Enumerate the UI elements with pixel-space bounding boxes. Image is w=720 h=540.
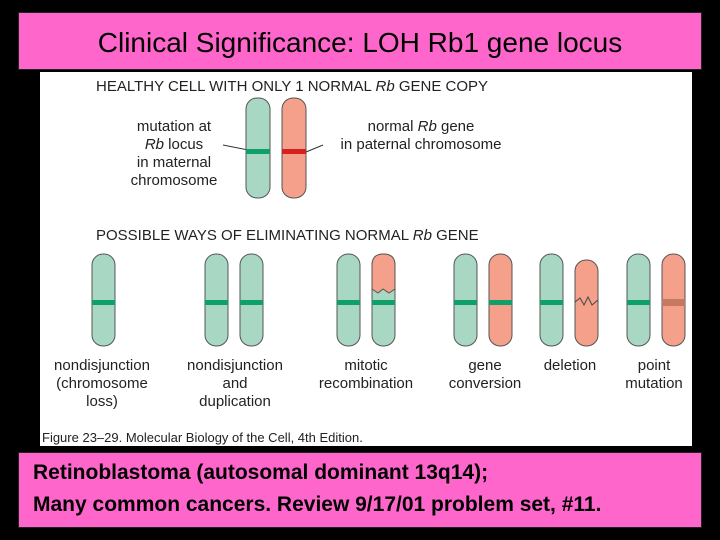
mechanism-label-chromosome-loss: nondisjunction (chromosome loss) <box>54 357 150 410</box>
normal-rb-band <box>282 149 306 154</box>
slide-title-banner: Clinical Significance: LOH Rb1 gene locu… <box>18 12 702 70</box>
paternal-chromosome <box>281 97 307 199</box>
mechanism-deletion <box>539 253 599 347</box>
mechanism-label-deletion: deletion <box>544 357 597 374</box>
slide-title: Clinical Significance: LOH Rb1 gene locu… <box>97 27 623 58</box>
svg-text:mutation at: mutation at <box>137 118 212 135</box>
svg-text:recombination: recombination <box>319 375 413 392</box>
maternal-chromosome <box>245 97 271 199</box>
figure-credit: Figure 23–29. Molecular Biology of the C… <box>42 430 363 445</box>
svg-text:normal Rb gene: normal Rb gene <box>368 118 475 135</box>
figure-panel: HEALTHY CELL WITH ONLY 1 NORMAL Rb GENE … <box>40 72 692 446</box>
mutant-rb-band <box>246 149 270 154</box>
svg-text:mutation: mutation <box>625 375 683 392</box>
svg-text:gene: gene <box>468 357 501 374</box>
chromosome-diagram: HEALTHY CELL WITH ONLY 1 NORMAL Rb GENE … <box>42 78 686 445</box>
label-paternal: normal Rb gene in paternal chromosome <box>341 118 502 153</box>
svg-text:deletion: deletion <box>544 357 597 374</box>
svg-text:loss): loss) <box>86 393 118 410</box>
svg-text:nondisjunction: nondisjunction <box>187 357 283 374</box>
mechanism-mitotic-recombination <box>336 253 396 347</box>
svg-text:conversion: conversion <box>449 375 522 392</box>
mechanism-label-gene-conversion: gene conversion <box>449 357 522 392</box>
mechanism-point-mutation <box>626 253 686 347</box>
caption-line-1: Retinoblastoma (autosomal dominant 13q14… <box>33 461 489 484</box>
mechanism-label-mitotic-recombination: mitotic recombination <box>319 357 413 392</box>
svg-text:in maternal: in maternal <box>137 154 211 171</box>
label-maternal: mutation at Rb locus in maternal chromos… <box>131 118 218 189</box>
top-chromosome-pair <box>245 97 307 199</box>
mechanism-duplication <box>204 253 264 347</box>
heading-possible-ways: POSSIBLE WAYS OF ELIMINATING NORMAL Rb G… <box>96 227 479 244</box>
pointer-line-paternal <box>305 144 324 153</box>
heading-healthy-cell: HEALTHY CELL WITH ONLY 1 NORMAL Rb GENE … <box>96 78 488 95</box>
svg-text:duplication: duplication <box>199 393 271 410</box>
svg-text:point: point <box>638 357 671 374</box>
svg-text:and: and <box>222 375 247 392</box>
mechanism-gene-conversion <box>453 253 513 347</box>
svg-text:(chromosome: (chromosome <box>56 375 148 392</box>
svg-text:nondisjunction: nondisjunction <box>54 357 150 374</box>
mechanism-chromosome-loss <box>91 253 116 347</box>
mechanism-label-duplication: nondisjunction and duplication <box>187 357 283 410</box>
svg-text:Rb locus: Rb locus <box>145 136 203 153</box>
mechanism-label-point-mutation: point mutation <box>625 357 683 392</box>
caption-line-2: Many common cancers. Review 9/17/01 prob… <box>33 493 602 516</box>
caption-banner: Retinoblastoma (autosomal dominant 13q14… <box>18 452 702 528</box>
svg-text:in paternal chromosome: in paternal chromosome <box>341 136 502 153</box>
svg-text:mitotic: mitotic <box>344 357 388 374</box>
svg-text:chromosome: chromosome <box>131 172 218 189</box>
